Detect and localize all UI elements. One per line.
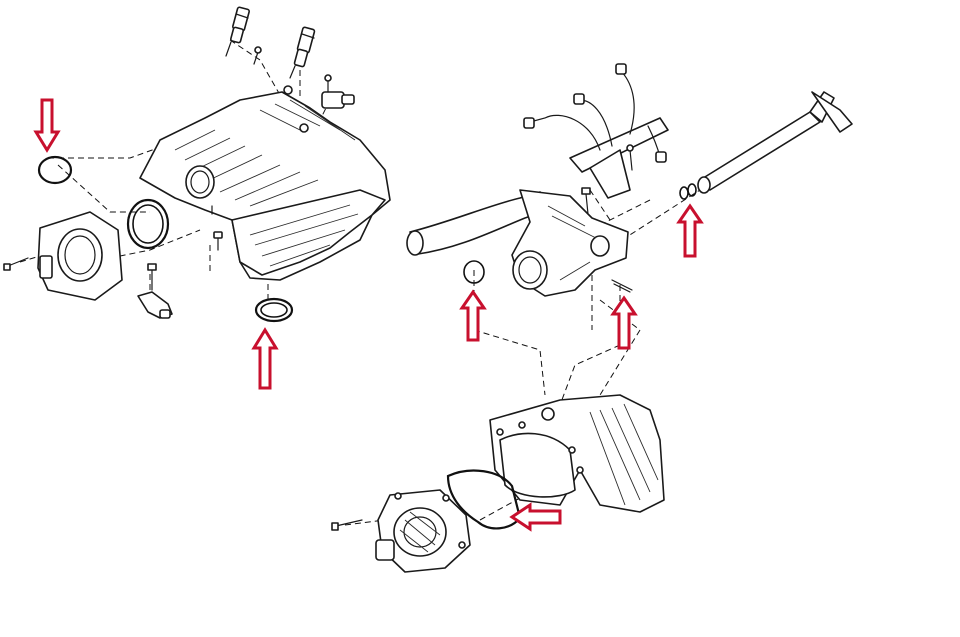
throttle-body-icon bbox=[37, 211, 123, 301]
map-sensor-icon bbox=[321, 74, 355, 109]
engine-block-icon bbox=[489, 394, 665, 513]
housing-oring-icon bbox=[463, 260, 485, 284]
marker-arrow-pump-gasket bbox=[509, 502, 562, 532]
throttle-gasket-icon bbox=[126, 198, 170, 250]
fuel-injector-right-icon bbox=[289, 26, 316, 79]
bolt-throttle-icon bbox=[3, 257, 29, 271]
fuel-injector-left-icon bbox=[225, 6, 250, 57]
thermostat-housing-icon bbox=[406, 189, 629, 297]
bolt-housing-icon bbox=[581, 187, 591, 215]
marker-arrow-manifold-gasket bbox=[251, 327, 279, 390]
marker-arrows bbox=[33, 98, 704, 532]
bolt-small-top-icon bbox=[253, 46, 262, 65]
bolt-manifold-icon bbox=[213, 231, 223, 251]
marker-arrow-hose-oring bbox=[459, 289, 487, 342]
housing-pin-icon bbox=[611, 279, 633, 293]
fuel-rail-icon bbox=[523, 63, 669, 199]
marker-arrow-pipe-oring bbox=[676, 203, 704, 258]
pipe-orings-icon bbox=[679, 183, 697, 200]
coolant-pipe-icon bbox=[697, 91, 853, 194]
intake-manifold-icon bbox=[139, 85, 391, 281]
water-pump-gasket-icon bbox=[446, 469, 522, 530]
marker-arrow-housing-oring bbox=[610, 295, 638, 350]
bolt-water-pump-icon bbox=[331, 519, 363, 531]
tps-sensor-icon bbox=[137, 263, 173, 319]
water-pump-icon bbox=[375, 489, 471, 573]
marker-arrow-intake-seal bbox=[33, 98, 61, 153]
manifold-port-gasket-icon bbox=[254, 297, 294, 323]
intake-seal-ring-icon bbox=[37, 155, 73, 185]
